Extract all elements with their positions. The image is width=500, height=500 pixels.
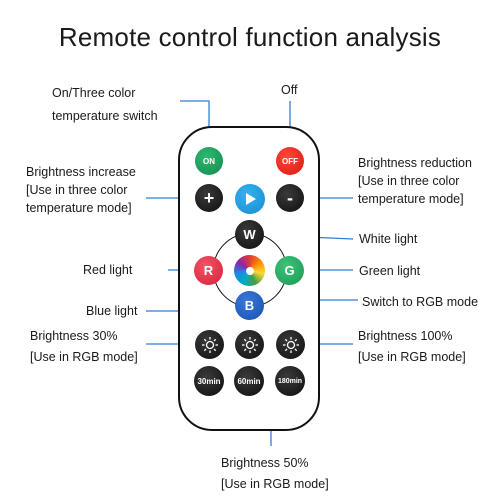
brightness-increase-button[interactable]: + xyxy=(195,184,223,212)
plus-icon: + xyxy=(203,187,215,208)
label-on-switch: On/Three color temperature switch xyxy=(52,86,158,123)
timer-30-button[interactable]: 30min xyxy=(194,366,224,396)
brightness-50-button[interactable] xyxy=(235,330,264,359)
minus-icon: - xyxy=(287,187,293,208)
play-icon xyxy=(246,193,256,205)
label-off: Off xyxy=(281,83,298,97)
timer-60-button[interactable]: 60min xyxy=(234,366,264,396)
label-switch-rgb: Switch to RGB mode xyxy=(362,295,479,309)
page-title: Remote control function analysis xyxy=(58,22,442,52)
sun-icon xyxy=(241,336,258,353)
label-green-light: Green light xyxy=(359,264,421,278)
timer-180-button[interactable]: 180min xyxy=(275,366,305,396)
rgb-mode-button[interactable] xyxy=(234,255,265,286)
label-brightness-50: Brightness 50% [Use in RGB mode] xyxy=(221,456,329,491)
label-blue-light: Blue light xyxy=(86,304,138,318)
brightness-100-button[interactable] xyxy=(276,330,305,359)
label-brightness-reduction: Brightness reduction [Use in three color… xyxy=(358,156,472,206)
on-button[interactable]: ON xyxy=(195,147,223,175)
label-brightness-increase: Brightness increase [Use in three color … xyxy=(26,165,136,215)
label-red-light: Red light xyxy=(83,263,133,277)
label-brightness-100: Brightness 100% [Use in RGB mode] xyxy=(358,329,466,364)
off-button[interactable]: OFF xyxy=(276,147,304,175)
timer-180-label: 180min xyxy=(277,377,303,385)
sun-icon xyxy=(282,336,299,353)
label-brightness-30: Brightness 30% [Use in RGB mode] xyxy=(30,329,138,364)
red-light-button[interactable]: R xyxy=(194,256,223,285)
play-button[interactable] xyxy=(235,184,265,214)
white-light-button[interactable]: W xyxy=(235,220,264,249)
sun-icon xyxy=(201,336,218,353)
label-white-light: White light xyxy=(359,232,418,246)
brightness-reduction-button[interactable]: - xyxy=(276,184,304,212)
timer-30-label: 30min xyxy=(197,376,221,386)
brightness-30-button[interactable] xyxy=(195,330,224,359)
timer-60-label: 60min xyxy=(237,376,261,386)
blue-light-button[interactable]: B xyxy=(235,291,264,320)
green-light-button[interactable]: G xyxy=(275,256,304,285)
